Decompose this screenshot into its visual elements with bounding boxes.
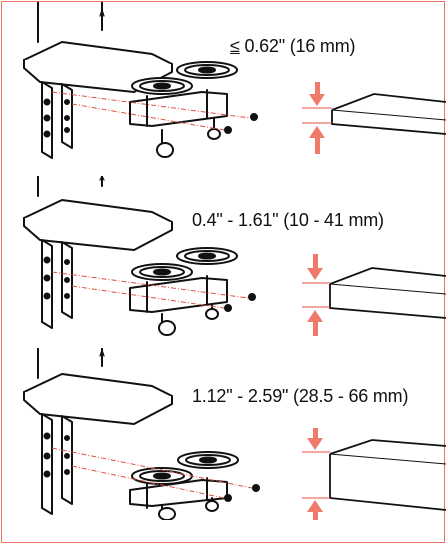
clamp-illustration-2 (23, 176, 446, 336)
panel-thin-desk: ≤ 0.62" (16 mm) (2, 2, 446, 174)
panel-thick-desk: 1.12" - 2.59" (28.5 - 66 mm) (2, 348, 446, 520)
less-equal-symbol: ≤ (230, 36, 240, 56)
panel-medium-desk: 0.4" - 1.61" (10 - 41 mm) (2, 176, 446, 348)
thickness-arrows-3 (307, 428, 323, 520)
clamp-illustration-3 (23, 348, 446, 520)
range-label-2: 0.4" - 1.61" (10 - 41 mm) (192, 210, 384, 230)
range-label-1: ≤ 0.62" (16 mm) (230, 36, 356, 56)
thickness-arrows-2 (307, 254, 323, 336)
thickness-arrows-1 (309, 82, 325, 154)
clamp-illustration-1 (23, 2, 446, 159)
range-label-3: 1.12" - 2.59" (28.5 - 66 mm) (192, 386, 409, 406)
